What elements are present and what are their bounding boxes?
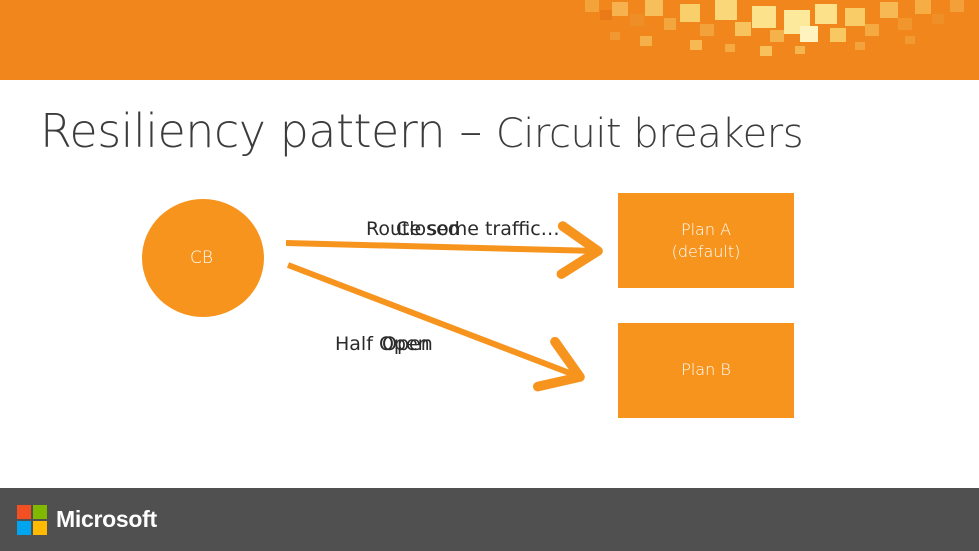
edge-closed-arrow: [285, 221, 603, 279]
edge-label-open: Open: [382, 333, 433, 355]
microsoft-wordmark: Microsoft: [56, 506, 157, 532]
circuit-breaker-node: [142, 199, 264, 317]
plan-a-title: Plan A: [680, 220, 732, 239]
slide-title-sub: Circuit breakers: [495, 111, 804, 157]
plan-a-box: Plan A (default): [618, 193, 794, 288]
slide-title: Resiliency pattern – Circuit breakers: [40, 104, 804, 158]
edge-label-half-open: Half Open: [335, 333, 430, 355]
edge-label-closed: Closed: [396, 218, 460, 240]
plan-b-title: Plan B: [681, 360, 731, 379]
header-banner: [0, 0, 979, 80]
footer-bar: [0, 488, 979, 551]
edge-label-route-traffic: Route some traffic…: [366, 218, 560, 240]
plan-a-subtitle: (default): [671, 242, 741, 261]
slide-title-main: Resiliency pattern –: [40, 104, 482, 158]
mosaic-decoration: [585, 0, 964, 56]
microsoft-logo-icon: [17, 505, 47, 535]
circuit-breaker-label: CB: [190, 248, 214, 268]
edge-open-arrow: [286, 262, 585, 392]
plan-b-box: Plan B: [618, 323, 794, 418]
